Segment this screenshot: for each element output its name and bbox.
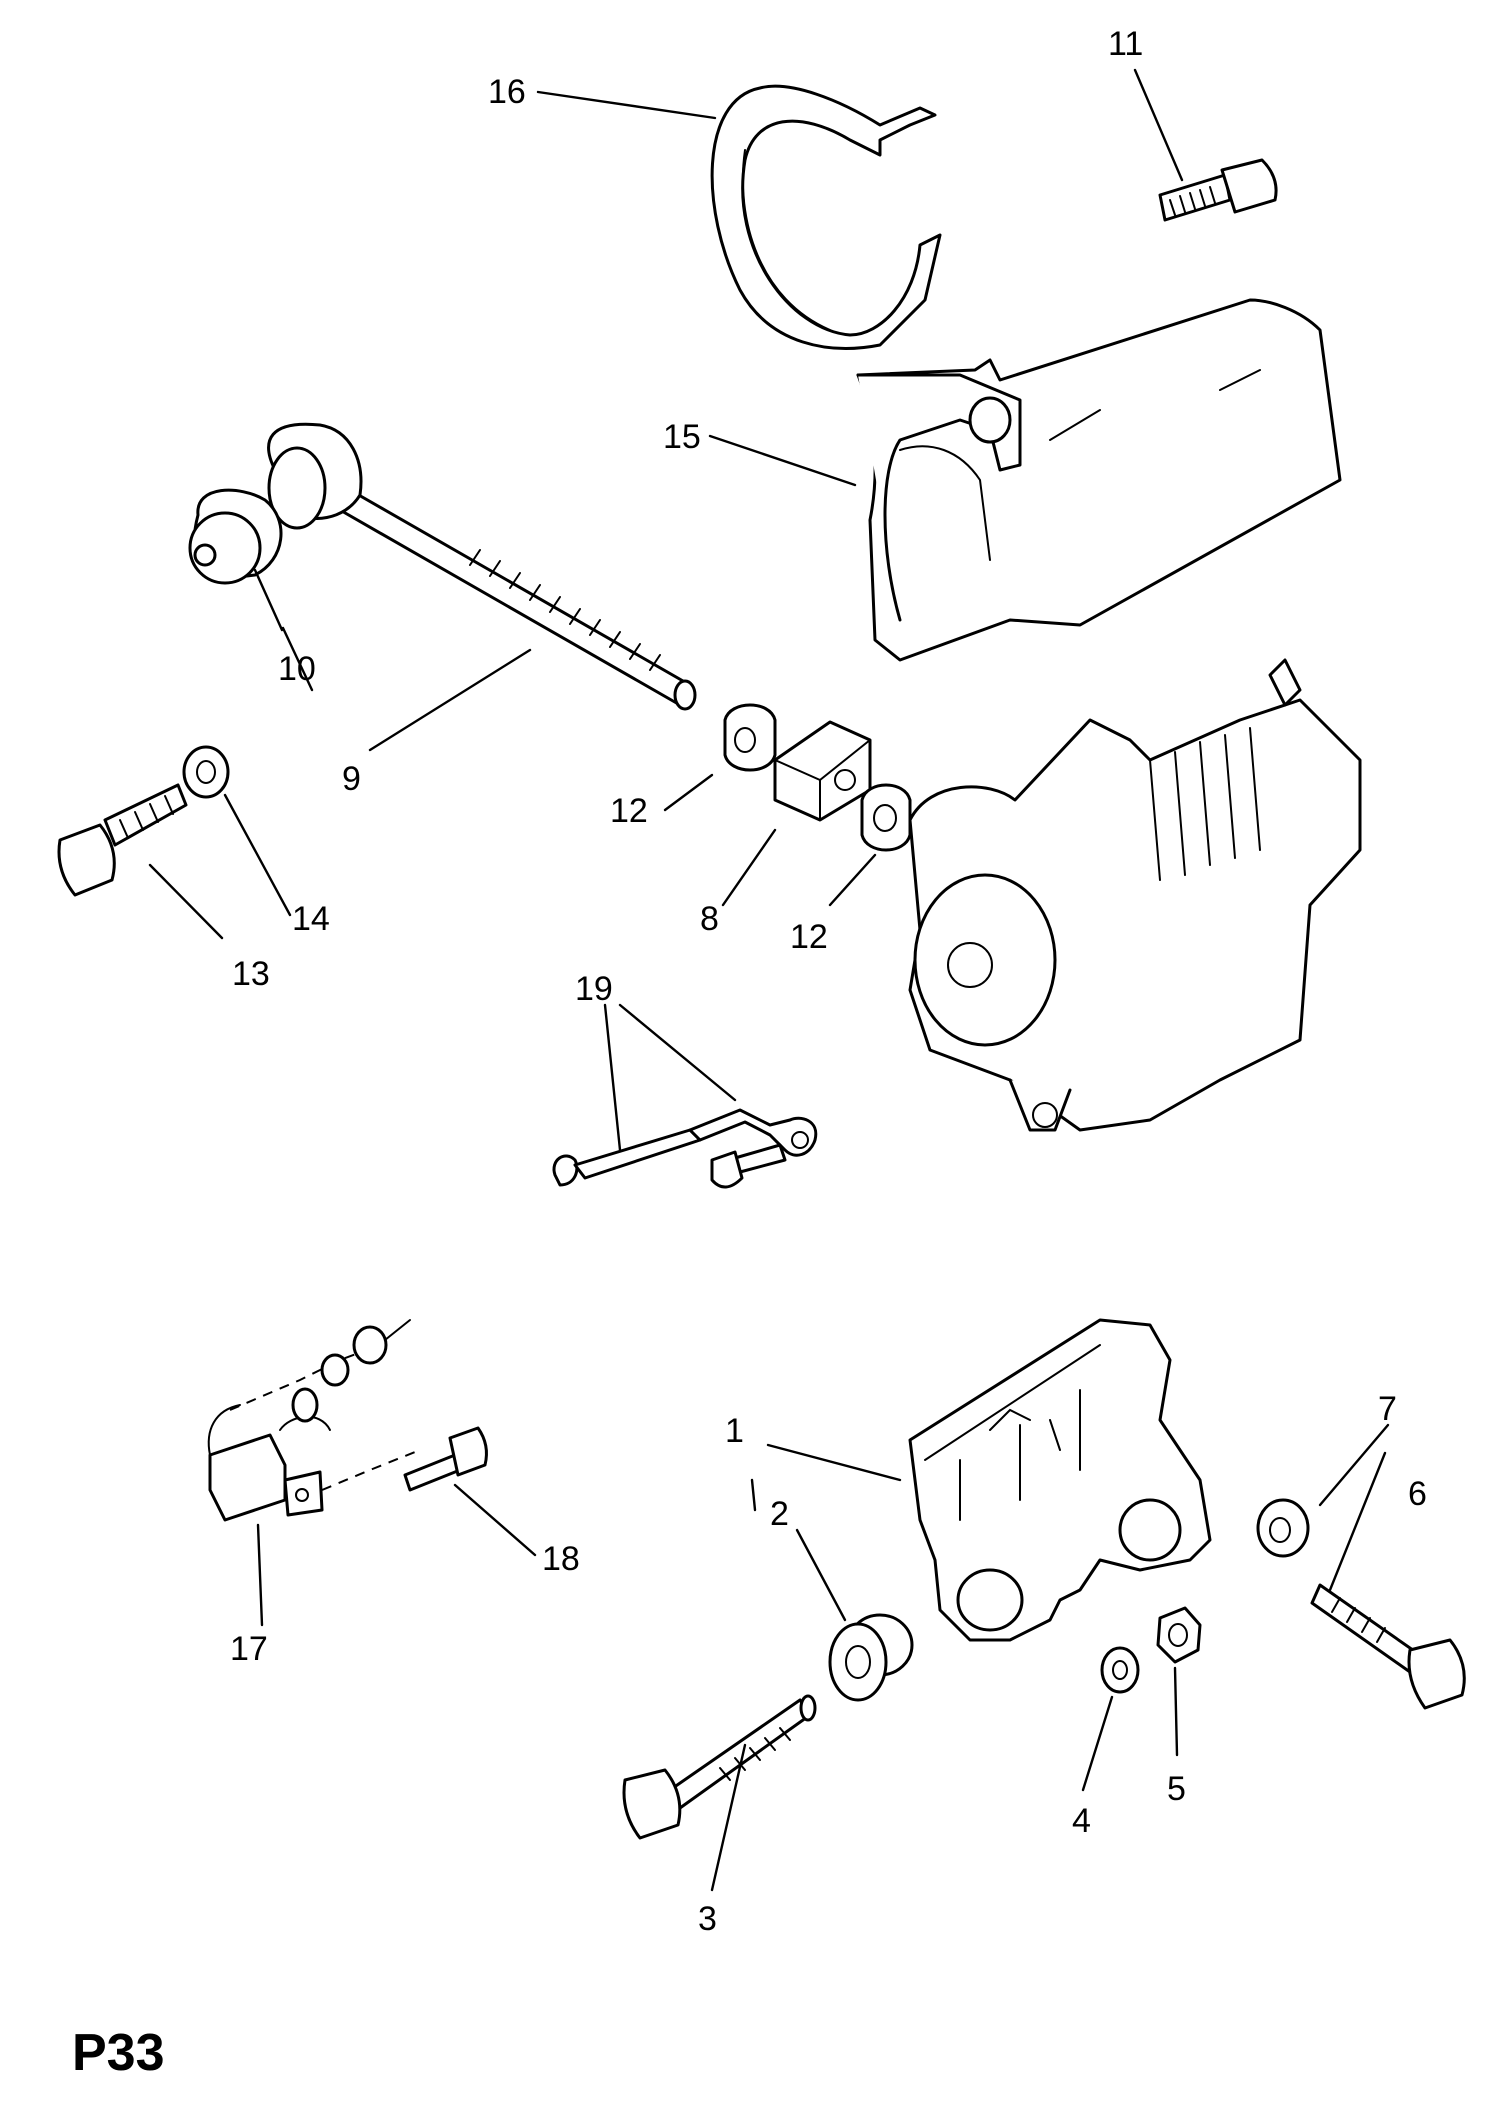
callout-8: 8 <box>700 900 719 938</box>
callout-15: 15 <box>663 418 701 456</box>
callout-11: 11 <box>1108 25 1143 63</box>
motor-unit <box>908 658 1362 1132</box>
washer-part-14 <box>182 745 230 799</box>
rubber-bush-part-2 <box>828 1613 914 1702</box>
callout-19: 19 <box>575 970 613 1008</box>
bolt-part-6 <box>1310 1583 1466 1710</box>
spacer-part-12a <box>723 703 777 772</box>
callout-14: 14 <box>292 900 330 938</box>
bolt-part-3 <box>622 1694 817 1840</box>
callout-17: 17 <box>230 1630 268 1668</box>
tie-rod-part-9 <box>267 422 697 711</box>
screw-part-19 <box>710 1143 787 1189</box>
earth-lead-part-19 <box>552 1108 818 1187</box>
callout-18: 18 <box>542 1540 580 1578</box>
spacer-part-12b <box>860 783 912 852</box>
bolt-part-13 <box>57 783 188 897</box>
heat-shield-part-15 <box>856 298 1342 662</box>
callout-12b: 12 <box>790 918 828 956</box>
callout-4: 4 <box>1072 1802 1091 1840</box>
callout-12a: 12 <box>610 792 648 830</box>
callout-6: 6 <box>1408 1475 1427 1513</box>
washer-part-7 <box>1256 1498 1310 1558</box>
mounting-bracket-part-1 <box>908 1318 1212 1642</box>
callout-7: 7 <box>1378 1390 1397 1428</box>
callout-10: 10 <box>278 650 316 688</box>
spacer-block-part-8 <box>773 720 872 822</box>
callout-5: 5 <box>1167 1770 1186 1808</box>
bolt-part-18 <box>403 1426 488 1492</box>
bush-part-10 <box>188 488 283 585</box>
callout-16: 16 <box>488 73 526 111</box>
callout-labels: 16 11 15 10 9 12 8 12 14 13 19 1 2 3 4 5… <box>230 25 1427 1938</box>
callout-9: 9 <box>342 760 361 798</box>
callout-13: 13 <box>232 955 270 993</box>
clamp-band-part-16 <box>710 84 942 350</box>
nut-part-5 <box>1156 1606 1202 1664</box>
washer-part-4 <box>1100 1646 1140 1694</box>
bracket-assembly-part-17 <box>207 1319 421 1522</box>
callout-2: 2 <box>770 1495 789 1533</box>
leader-lines <box>148 68 1390 1892</box>
callout-1: 1 <box>725 1412 744 1450</box>
callout-3: 3 <box>698 1900 717 1938</box>
page-code: P33 <box>72 2024 165 2082</box>
bolt-part-11 <box>1158 158 1278 222</box>
